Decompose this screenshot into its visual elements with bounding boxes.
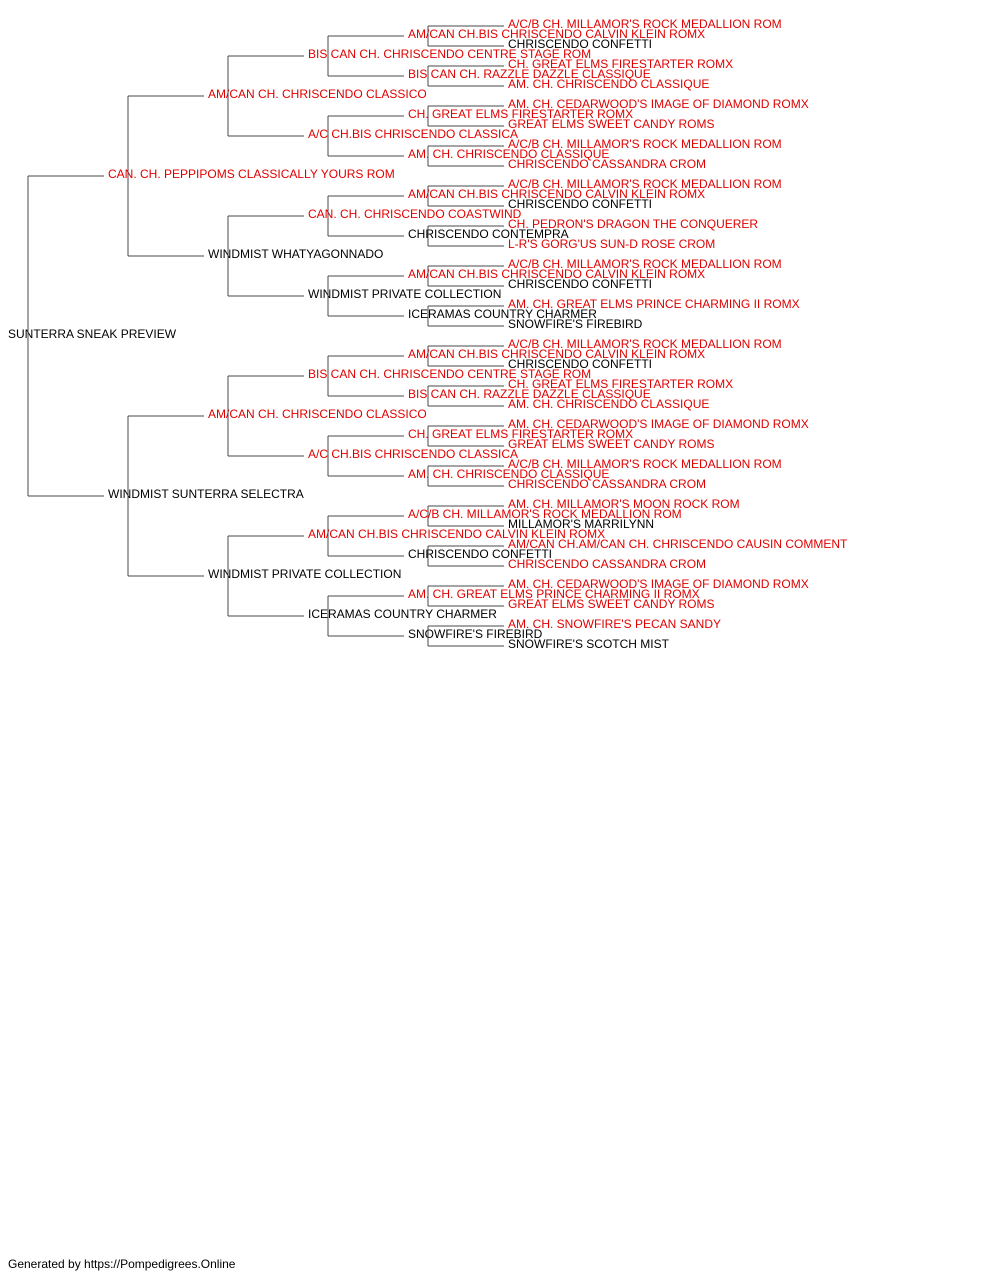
dog-name-gen5: CHRISCENDO CONFETTI — [508, 277, 652, 291]
dog-name-gen4: A/C/B CH. MILLAMOR'S ROCK MEDALLION ROM — [408, 507, 682, 521]
dog-name-gen1: CAN. CH. PEPPIPOMS CLASSICALLY YOURS ROM — [108, 167, 395, 181]
dog-name-gen5: CHRISCENDO CONFETTI — [508, 197, 652, 211]
dog-name-gen4: AM. CH. CHRISCENDO CLASSIQUE — [408, 467, 609, 481]
dog-name-gen5: GREAT ELMS SWEET CANDY ROMS — [508, 597, 714, 611]
dog-name-gen5: AM. CH. CEDARWOOD'S IMAGE OF DIAMOND ROM… — [508, 97, 809, 111]
dog-name-gen3: CAN. CH. CHRISCENDO COASTWIND — [308, 207, 522, 221]
generated-by-footer: Generated by https://Pompedigrees.Online — [8, 1257, 236, 1271]
dog-name-gen5: AM. CH. MILLAMOR'S MOON ROCK ROM — [508, 497, 740, 511]
dog-name-gen5: AM. CH. GREAT ELMS PRINCE CHARMING II RO… — [508, 297, 800, 311]
dog-name-gen5: GREAT ELMS SWEET CANDY ROMS — [508, 117, 714, 131]
dog-name-gen3: WINDMIST PRIVATE COLLECTION — [308, 287, 501, 301]
dog-name-gen5: AM. CH. CEDARWOOD'S IMAGE OF DIAMOND ROM… — [508, 577, 809, 591]
dog-name-gen2: WINDMIST PRIVATE COLLECTION — [208, 567, 401, 581]
dog-name-gen4: ICERAMAS COUNTRY CHARMER — [408, 307, 597, 321]
dog-name-gen4: AM. CH. CHRISCENDO CLASSIQUE — [408, 147, 609, 161]
dog-name-gen4: AM/CAN CH.BIS CHRISCENDO CALVIN KLEIN RO… — [408, 187, 705, 201]
dog-name-gen2: AM/CAN CH. CHRISCENDO CLASSICO — [208, 407, 427, 421]
dog-name-gen4: AM. CH. GREAT ELMS PRINCE CHARMING II RO… — [408, 587, 700, 601]
dog-name-gen5: CHRISCENDO CASSANDRA CROM — [508, 157, 706, 171]
dog-name-gen3: AM/CAN CH.BIS CHRISCENDO CALVIN KLEIN RO… — [308, 527, 605, 541]
dog-name-gen5: SNOWFIRE'S FIREBIRD — [508, 317, 643, 331]
dog-name-gen4: CH. GREAT ELMS FIRESTARTER ROMX — [408, 427, 633, 441]
dog-name-gen3: BIS CAN CH. CHRISCENDO CENTRE STAGE ROM — [308, 367, 591, 381]
dog-name-gen5: CH. GREAT ELMS FIRESTARTER ROMX — [508, 57, 733, 71]
dog-name-gen2: AM/CAN CH. CHRISCENDO CLASSICO — [208, 87, 427, 101]
dog-name-gen4: AM/CAN CH.BIS CHRISCENDO CALVIN KLEIN RO… — [408, 27, 705, 41]
dog-name-gen5: A/C/B CH. MILLAMOR'S ROCK MEDALLION ROM — [508, 257, 782, 271]
dog-name-gen5: CHRISCENDO CONFETTI — [508, 357, 652, 371]
dog-name-gen4: CHRISCENDO CONFETTI — [408, 547, 552, 561]
dog-name-gen4: CHRISCENDO CONTEMPRA — [408, 227, 569, 241]
dog-name-gen5: CH. GREAT ELMS FIRESTARTER ROMX — [508, 377, 733, 391]
dog-name-gen2: WINDMIST WHATYAGONNADO — [208, 247, 383, 261]
dog-name-gen4: BIS CAN CH. RAZZLE DAZZLE CLASSIQUE — [408, 387, 651, 401]
dog-name-gen0: SUNTERRA SNEAK PREVIEW — [8, 327, 177, 341]
dog-name-gen5: A/C/B CH. MILLAMOR'S ROCK MEDALLION ROM — [508, 17, 782, 31]
dog-name-gen5: MILLAMOR'S MARRILYNN — [508, 517, 654, 531]
dog-name-gen3: A/C CH.BIS CHRISCENDO CLASSICA — [308, 127, 518, 141]
dog-name-gen5: AM. CH. CHRISCENDO CLASSIQUE — [508, 397, 709, 411]
dog-name-gen5: A/C/B CH. MILLAMOR'S ROCK MEDALLION ROM — [508, 337, 782, 351]
dog-name-gen4: AM/CAN CH.BIS CHRISCENDO CALVIN KLEIN RO… — [408, 347, 705, 361]
dog-name-gen1: WINDMIST SUNTERRA SELECTRA — [108, 487, 304, 501]
dog-name-gen5: AM/CAN CH.AM/CAN CH. CHRISCENDO CAUSIN C… — [508, 537, 848, 551]
dog-name-gen5: CHRISCENDO CASSANDRA CROM — [508, 477, 706, 491]
dog-name-gen5: CHRISCENDO CONFETTI — [508, 37, 652, 51]
dog-name-gen5: L-R'S GORG'US SUN-D ROSE CROM — [508, 237, 715, 251]
dog-name-gen5: AM. CH. CHRISCENDO CLASSIQUE — [508, 77, 709, 91]
dog-name-gen5: A/C/B CH. MILLAMOR'S ROCK MEDALLION ROM — [508, 137, 782, 151]
dog-name-gen5: CHRISCENDO CASSANDRA CROM — [508, 557, 706, 571]
dog-name-gen5: SNOWFIRE'S SCOTCH MIST — [508, 637, 670, 651]
dog-name-gen3: A/C CH.BIS CHRISCENDO CLASSICA — [308, 447, 518, 461]
dog-name-gen5: GREAT ELMS SWEET CANDY ROMS — [508, 437, 714, 451]
dog-name-gen4: CH. GREAT ELMS FIRESTARTER ROMX — [408, 107, 633, 121]
dog-name-gen5: CH. PEDRON'S DRAGON THE CONQUERER — [508, 217, 758, 231]
dog-name-gen3: BIS CAN CH. CHRISCENDO CENTRE STAGE ROM — [308, 47, 591, 61]
dog-name-gen5: AM. CH. CEDARWOOD'S IMAGE OF DIAMOND ROM… — [508, 417, 809, 431]
dog-name-gen4: SNOWFIRE'S FIREBIRD — [408, 627, 543, 641]
dog-name-gen5: A/C/B CH. MILLAMOR'S ROCK MEDALLION ROM — [508, 177, 782, 191]
dog-name-gen4: BIS CAN CH. RAZZLE DAZZLE CLASSIQUE — [408, 67, 651, 81]
dog-name-gen3: ICERAMAS COUNTRY CHARMER — [308, 607, 497, 621]
dog-name-gen5: AM. CH. SNOWFIRE'S PECAN SANDY — [508, 617, 721, 631]
dog-name-gen5: A/C/B CH. MILLAMOR'S ROCK MEDALLION ROM — [508, 457, 782, 471]
dog-name-gen4: AM/CAN CH.BIS CHRISCENDO CALVIN KLEIN RO… — [408, 267, 705, 281]
